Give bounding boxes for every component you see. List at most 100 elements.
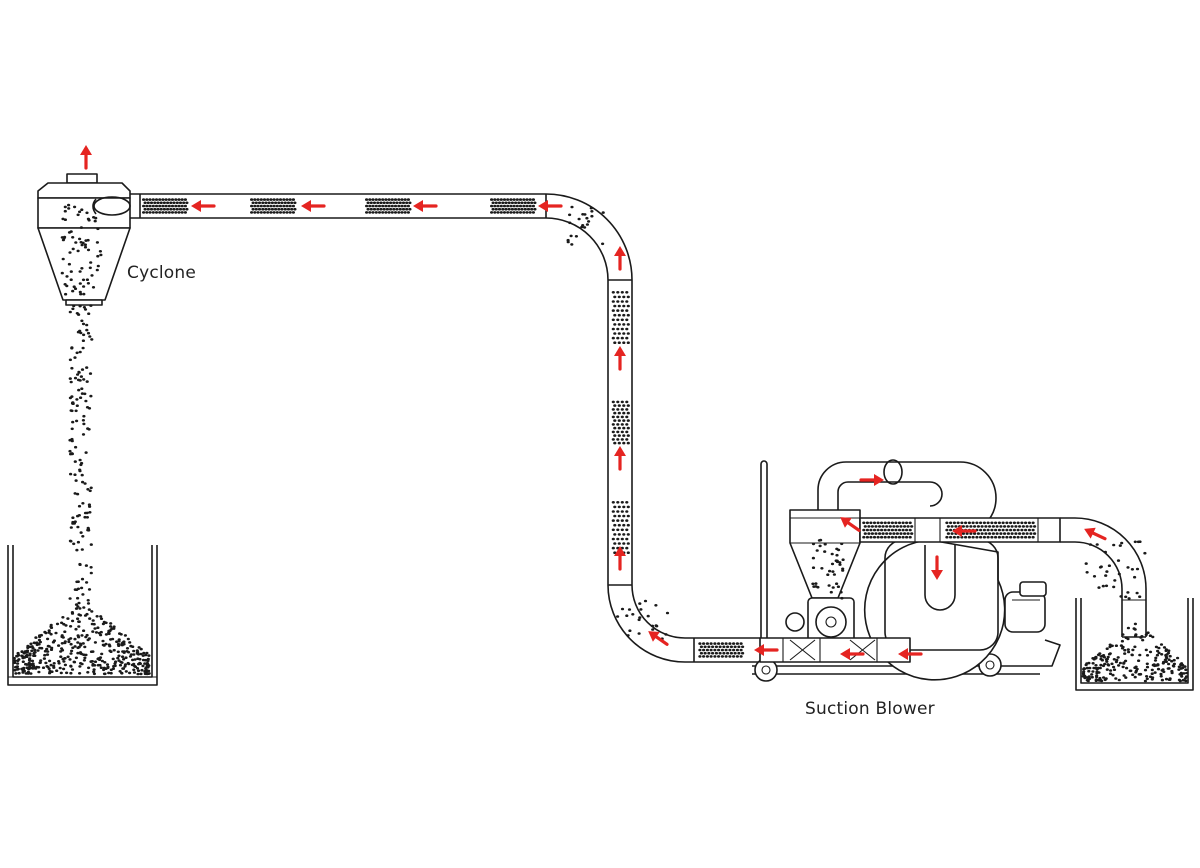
- particle: [906, 532, 910, 535]
- particle: [274, 207, 278, 211]
- particle: [1009, 535, 1013, 539]
- particle: [1006, 525, 1011, 528]
- particle: [123, 634, 127, 637]
- particle: [73, 637, 77, 641]
- particle: [130, 663, 134, 667]
- particle: [570, 243, 574, 246]
- particle: [371, 211, 375, 214]
- particle: [613, 533, 617, 536]
- particle: [70, 427, 74, 431]
- particle: [835, 553, 839, 557]
- particle: [702, 648, 706, 652]
- particle: [61, 616, 65, 619]
- particle: [617, 332, 621, 335]
- particle: [87, 588, 92, 591]
- particle: [88, 617, 92, 620]
- particle: [620, 309, 624, 312]
- particle: [75, 404, 79, 408]
- particle: [625, 309, 629, 312]
- particle: [828, 569, 832, 573]
- particle: [167, 211, 171, 214]
- particle: [102, 672, 107, 676]
- particle: [123, 665, 127, 668]
- particle: [106, 666, 110, 670]
- particle: [705, 655, 710, 658]
- particle: [93, 219, 97, 223]
- particle: [136, 672, 140, 676]
- particle: [1009, 528, 1013, 532]
- particle: [518, 211, 523, 214]
- particle: [46, 637, 50, 641]
- particle: [15, 654, 19, 658]
- particle: [1095, 670, 1099, 673]
- particle: [88, 335, 92, 338]
- particle: [737, 645, 741, 649]
- particle: [96, 264, 100, 268]
- particle: [291, 198, 295, 201]
- particle: [90, 610, 94, 613]
- particle: [613, 426, 617, 430]
- particle: [82, 659, 86, 662]
- particle: [1012, 528, 1017, 532]
- particle: [121, 667, 126, 670]
- particle: [616, 423, 620, 426]
- particle: [570, 205, 574, 209]
- particle: [1159, 643, 1164, 646]
- particle: [87, 666, 91, 670]
- particle: [890, 535, 895, 539]
- particle: [990, 528, 994, 532]
- particle: [110, 627, 114, 630]
- particle: [82, 333, 86, 337]
- particle: [1109, 669, 1113, 672]
- particle: [80, 387, 84, 391]
- particle: [77, 620, 81, 623]
- particle: [665, 611, 670, 615]
- particle: [971, 535, 975, 539]
- particle: [613, 419, 617, 422]
- particle: [1103, 662, 1107, 666]
- particle: [1105, 570, 1109, 573]
- particle: [1102, 655, 1106, 659]
- particle: [724, 655, 728, 658]
- particle: [1139, 636, 1143, 639]
- particle: [1105, 668, 1109, 671]
- particle: [81, 433, 86, 436]
- particle: [528, 211, 532, 214]
- particle: [616, 336, 620, 340]
- particle: [838, 563, 842, 566]
- particle: [711, 651, 715, 655]
- particle: [493, 198, 497, 201]
- particle: [832, 573, 837, 576]
- particle: [823, 542, 827, 546]
- particle: [1138, 595, 1142, 598]
- particle: [1084, 562, 1088, 565]
- particle: [266, 198, 270, 201]
- particle: [257, 207, 262, 211]
- particle: [894, 535, 898, 539]
- particle: [1131, 648, 1135, 652]
- particle: [1120, 646, 1125, 650]
- particle: [261, 201, 265, 205]
- particle: [1006, 532, 1011, 535]
- particle: [504, 207, 508, 211]
- particle: [109, 668, 113, 672]
- particle: [1005, 528, 1009, 532]
- particle: [995, 532, 999, 535]
- particle: [162, 207, 166, 211]
- particle: [1145, 675, 1149, 678]
- particle: [278, 211, 283, 214]
- particle: [622, 332, 626, 335]
- particle: [81, 502, 85, 505]
- particle: [142, 651, 146, 655]
- particle: [625, 327, 629, 331]
- particle: [86, 282, 90, 285]
- particle: [504, 201, 508, 205]
- particle: [1082, 670, 1086, 673]
- particle: [251, 201, 255, 205]
- particle: [1127, 597, 1131, 600]
- particle: [83, 245, 88, 249]
- particle: [37, 666, 41, 669]
- particle: [867, 532, 871, 535]
- particle: [1117, 664, 1121, 667]
- particle: [622, 505, 626, 509]
